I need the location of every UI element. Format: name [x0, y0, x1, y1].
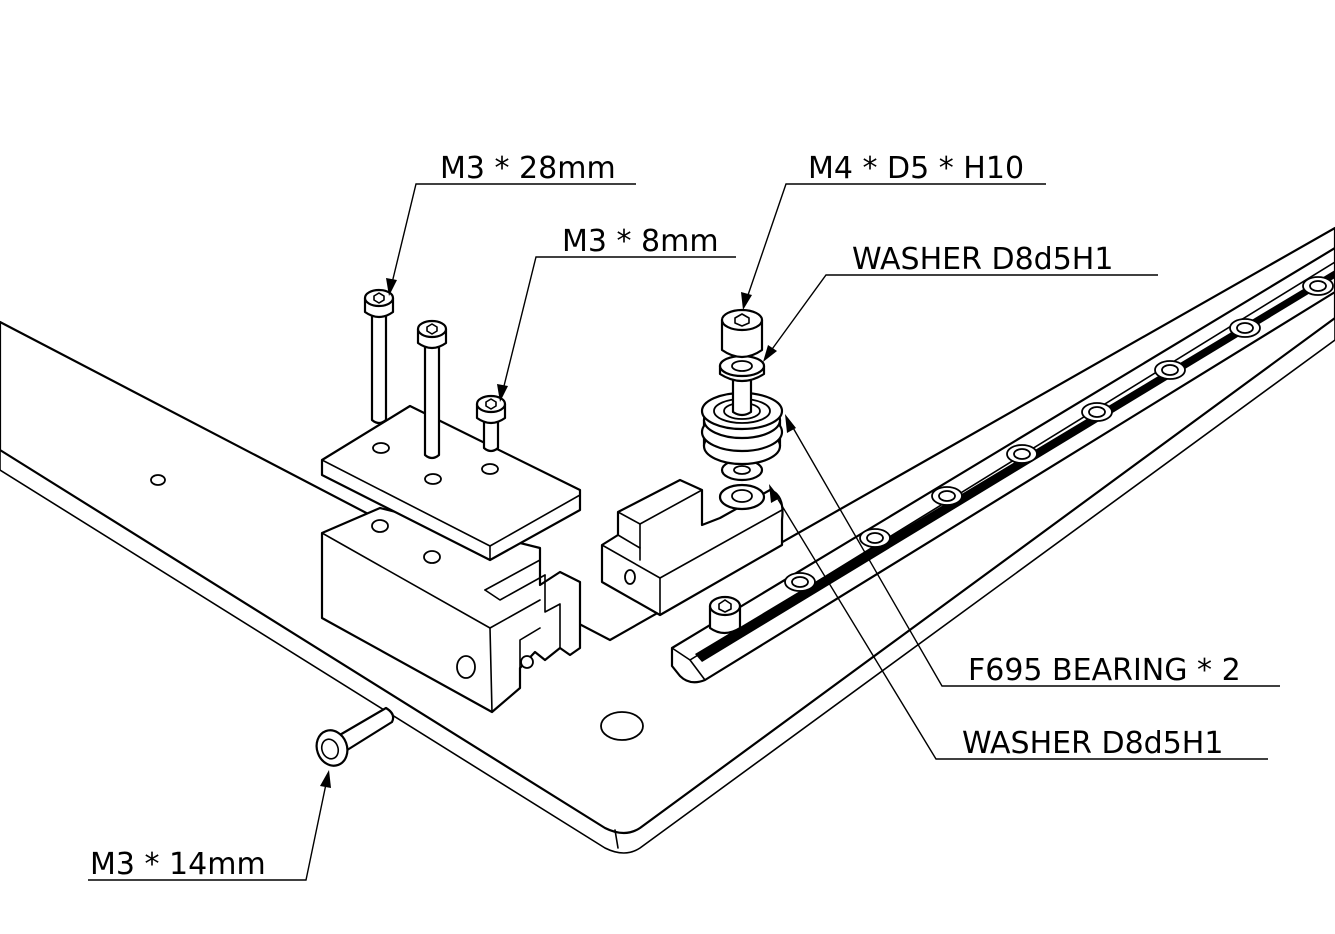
- rail-end-screw: [708, 595, 742, 635]
- callout-m3-8: M3 * 8mm: [562, 224, 719, 259]
- callout-washer-top: WASHER D8d5H1: [852, 242, 1113, 277]
- leader-bearing: [785, 414, 1280, 687]
- screw-m3-28-a: [363, 288, 395, 425]
- block-side-hole: [456, 655, 476, 679]
- callout-m3-14: M3 * 14mm: [90, 847, 266, 882]
- plate-hole-small: [150, 474, 166, 486]
- pulley-stack: [700, 308, 784, 482]
- screw-m3-28-b: [416, 319, 448, 460]
- leader-m3-8: [497, 256, 736, 402]
- leader-m3-14: [88, 770, 331, 881]
- leader-m4: [741, 183, 1046, 310]
- linear-rail: [670, 246, 1335, 684]
- callout-washer-bottom: WASHER D8d5H1: [962, 726, 1223, 761]
- leader-m3-28: [386, 183, 636, 296]
- top-plate: [320, 404, 582, 562]
- leader-washer-top: [763, 274, 1158, 362]
- mount-block: [320, 506, 582, 714]
- screw-m3-14: [315, 706, 395, 767]
- plate-hole-large: [600, 711, 644, 741]
- bolt-shank: [731, 378, 753, 417]
- screw-m3-8: [475, 394, 507, 453]
- callout-bearing: F695 BEARING * 2: [968, 653, 1241, 688]
- leader-washer-bottom: [769, 484, 1268, 760]
- callout-m4: M4 * D5 * H10: [808, 151, 1024, 186]
- rail-screw-holes: [784, 276, 1334, 592]
- callout-m3-28: M3 * 28mm: [440, 151, 616, 186]
- base-plate: [0, 226, 1335, 854]
